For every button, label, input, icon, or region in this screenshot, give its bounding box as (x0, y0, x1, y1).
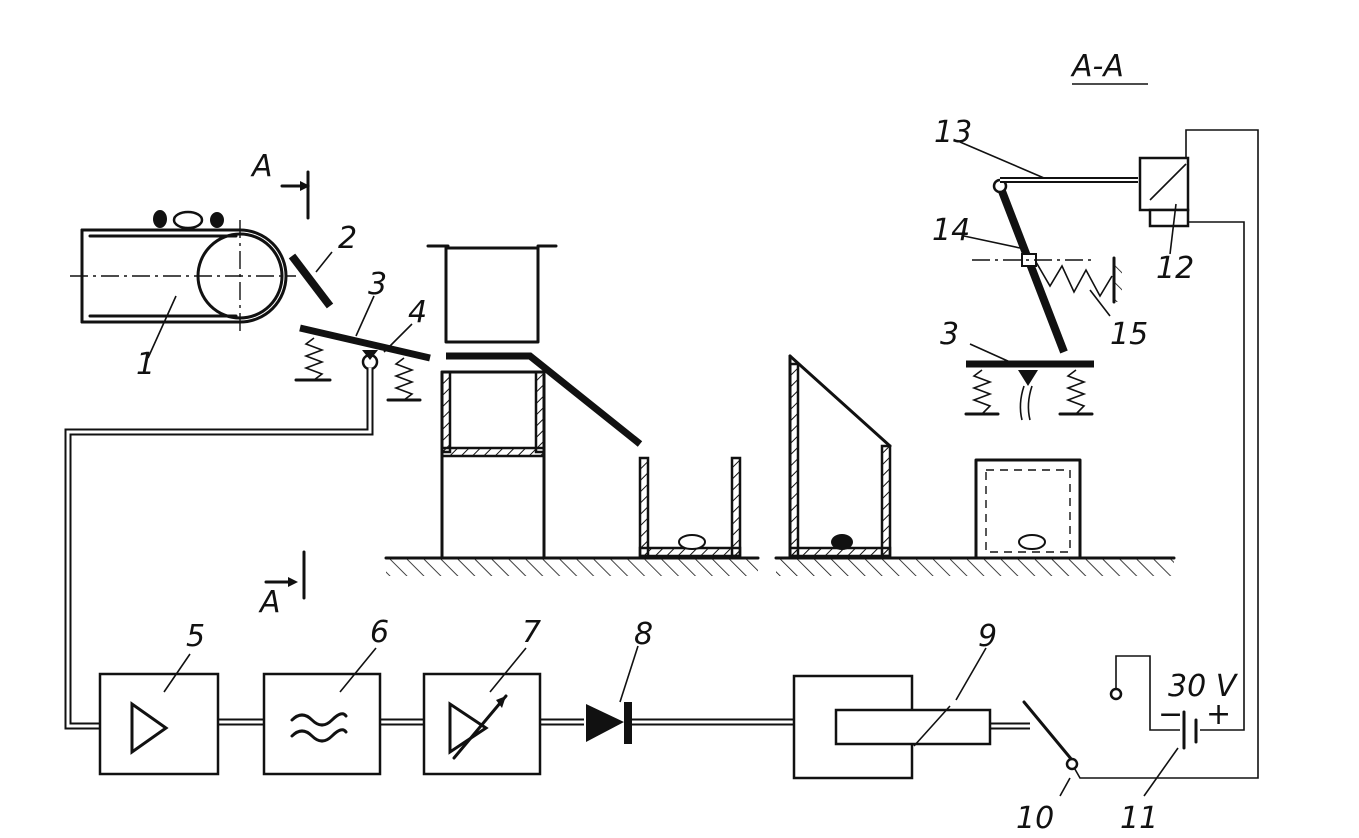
stone-icon (210, 212, 224, 228)
solenoid (1138, 156, 1190, 228)
impact-plate-assembly (294, 324, 431, 402)
label-11: 11 (1120, 801, 1158, 836)
stone-bin (788, 354, 892, 558)
label-15: 15 (1110, 317, 1148, 352)
adjustable-amplifier-block (422, 672, 542, 776)
svg-text:A: A (258, 585, 281, 620)
flap-lever (972, 178, 1094, 354)
label-10: 10 (1016, 801, 1054, 836)
middle-column (440, 370, 546, 560)
label-7: 7 (522, 615, 541, 650)
ground-left (384, 556, 760, 576)
label-4: 4 (408, 295, 427, 330)
switch (1022, 700, 1079, 771)
section-potato-bin (974, 458, 1082, 560)
svg-text:+: + (1206, 697, 1231, 732)
section-mark-top: A (250, 149, 310, 220)
label-12: 12 (1156, 251, 1194, 286)
label-1: 1 (136, 347, 155, 382)
section-title: A-A (1070, 49, 1148, 85)
upper-hopper (426, 244, 558, 344)
power-wire (1071, 129, 1259, 779)
filter-block (262, 672, 382, 776)
svg-text:30 V: 30 V (1168, 669, 1239, 704)
svg-text:A: A (250, 149, 273, 184)
label-8: 8 (634, 617, 653, 652)
relay (792, 674, 992, 780)
label-5: 5 (186, 619, 205, 654)
potato-icon (153, 210, 167, 228)
filter-icon (290, 712, 348, 727)
signal-wire (64, 368, 1030, 730)
separator-shelf (446, 352, 643, 447)
label-3: 3 (368, 267, 387, 302)
part-labels: 1 2 3 4 5 6 7 8 9 10 11 12 13 14 15 3 (136, 115, 1194, 836)
label-2: 2 (338, 221, 357, 256)
potato-icon (678, 534, 706, 550)
section-impact-plate (964, 360, 1094, 421)
label-14: 14 (932, 213, 970, 248)
potato-icon (1018, 534, 1046, 550)
potato-bin (638, 456, 742, 558)
deflector-plate (288, 253, 334, 309)
label-13: 13 (934, 115, 972, 150)
svg-text:−: − (1158, 697, 1183, 732)
svg-text:A-A: A-A (1070, 49, 1124, 84)
stone-icon (831, 534, 853, 550)
amplifier-block (98, 672, 220, 776)
battery: 30 V − + (1158, 669, 1239, 750)
amplifier-icon (130, 701, 169, 755)
potato-icon (172, 210, 204, 230)
ground-right (774, 556, 1176, 576)
section-mark-bottom: A (258, 550, 306, 620)
label-6: 6 (370, 615, 389, 650)
label-9: 9 (978, 619, 997, 654)
diode (586, 702, 632, 744)
leader-lines (147, 141, 1179, 797)
label-3-section: 3 (940, 317, 959, 352)
return-spring (1035, 256, 1122, 304)
conveyor (70, 210, 296, 332)
